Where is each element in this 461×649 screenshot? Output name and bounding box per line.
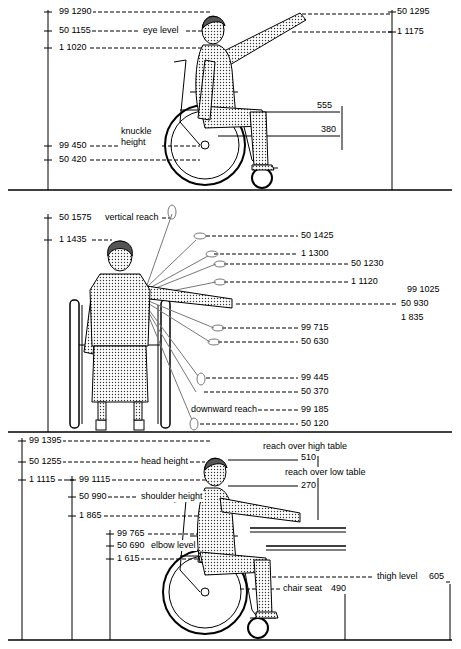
dimension-value: 50 1425	[300, 230, 335, 241]
dimension-label: reach over high table	[262, 441, 348, 452]
dimension-value: 490	[330, 583, 347, 594]
dimension-label: downward reach	[190, 404, 258, 415]
dimension-label: knuckle height	[120, 126, 160, 148]
dimension-label: eye level	[142, 25, 180, 36]
dimension-value: 1 865	[78, 510, 103, 521]
dimension-lines	[44, 10, 396, 190]
dimension-value: 99 1115	[78, 474, 111, 485]
dimension-value: 50 370	[300, 386, 330, 397]
dimension-label: chair seat	[282, 583, 323, 594]
dimension-value: 50 1155	[58, 25, 92, 36]
dimension-value: 50 1575	[58, 212, 93, 223]
dimension-value: 50 1255	[28, 456, 63, 467]
floor-line	[8, 639, 452, 641]
seated-person-side	[197, 458, 300, 618]
dimension-label: elbow level	[150, 540, 197, 551]
dimension-value: 1 615	[116, 553, 141, 564]
dimension-label: thigh level	[376, 571, 419, 582]
dimension-label: shoulder height	[140, 491, 204, 502]
dimension-value: 1 1115	[28, 474, 56, 485]
dimension-value: 99 185	[300, 404, 330, 415]
dimension-value: 99 1395	[28, 435, 63, 446]
dimension-value: 605	[428, 571, 445, 582]
seated-person-side	[196, 13, 306, 170]
seated-person-front	[84, 241, 232, 420]
dimension-lines	[18, 438, 450, 640]
dimension-value: 99 445	[300, 372, 330, 383]
floor-line	[8, 431, 452, 433]
dimension-value: 50 1230	[350, 258, 385, 269]
dimension-value: 1 835	[400, 312, 425, 323]
dimension-value: 50 990	[78, 491, 108, 502]
leader-lines	[90, 12, 392, 160]
dimension-value: 99 450	[58, 140, 88, 151]
dimension-value: 380	[320, 124, 337, 135]
dimension-value: 270	[300, 480, 317, 491]
dimension-lines	[44, 214, 52, 432]
dimension-value: 1 1120	[350, 276, 379, 287]
dimension-value: 50 930	[400, 298, 430, 309]
dimension-value: 50 630	[300, 336, 330, 347]
dimension-value: 99 1025	[406, 284, 441, 295]
dimension-value: 99 715	[300, 322, 330, 333]
dimension-value: 50 420	[58, 154, 88, 165]
tables	[250, 528, 346, 550]
reach-arcs	[146, 205, 226, 430]
dimension-label: reach over low table	[284, 467, 367, 478]
dimension-value: 50 120	[300, 418, 330, 429]
dimension-value: 1 1300	[300, 248, 330, 259]
leader-lines	[58, 441, 450, 590]
floor-line	[8, 189, 452, 191]
dimension-label: vertical reach	[104, 212, 160, 223]
dimension-value: 50 690	[116, 540, 146, 551]
dimension-value: 1 1175	[396, 26, 425, 37]
dimension-value: 99 1290	[58, 6, 93, 17]
dimension-value: 510	[300, 452, 317, 463]
dimension-value: 555	[316, 100, 333, 111]
dimension-value: 1 1435	[58, 234, 88, 245]
dimension-value: 1 1020	[58, 42, 88, 53]
dimension-value: 50 1295	[396, 6, 431, 17]
dimension-label: head height	[140, 456, 189, 467]
dimension-value: 99 765	[116, 528, 146, 539]
